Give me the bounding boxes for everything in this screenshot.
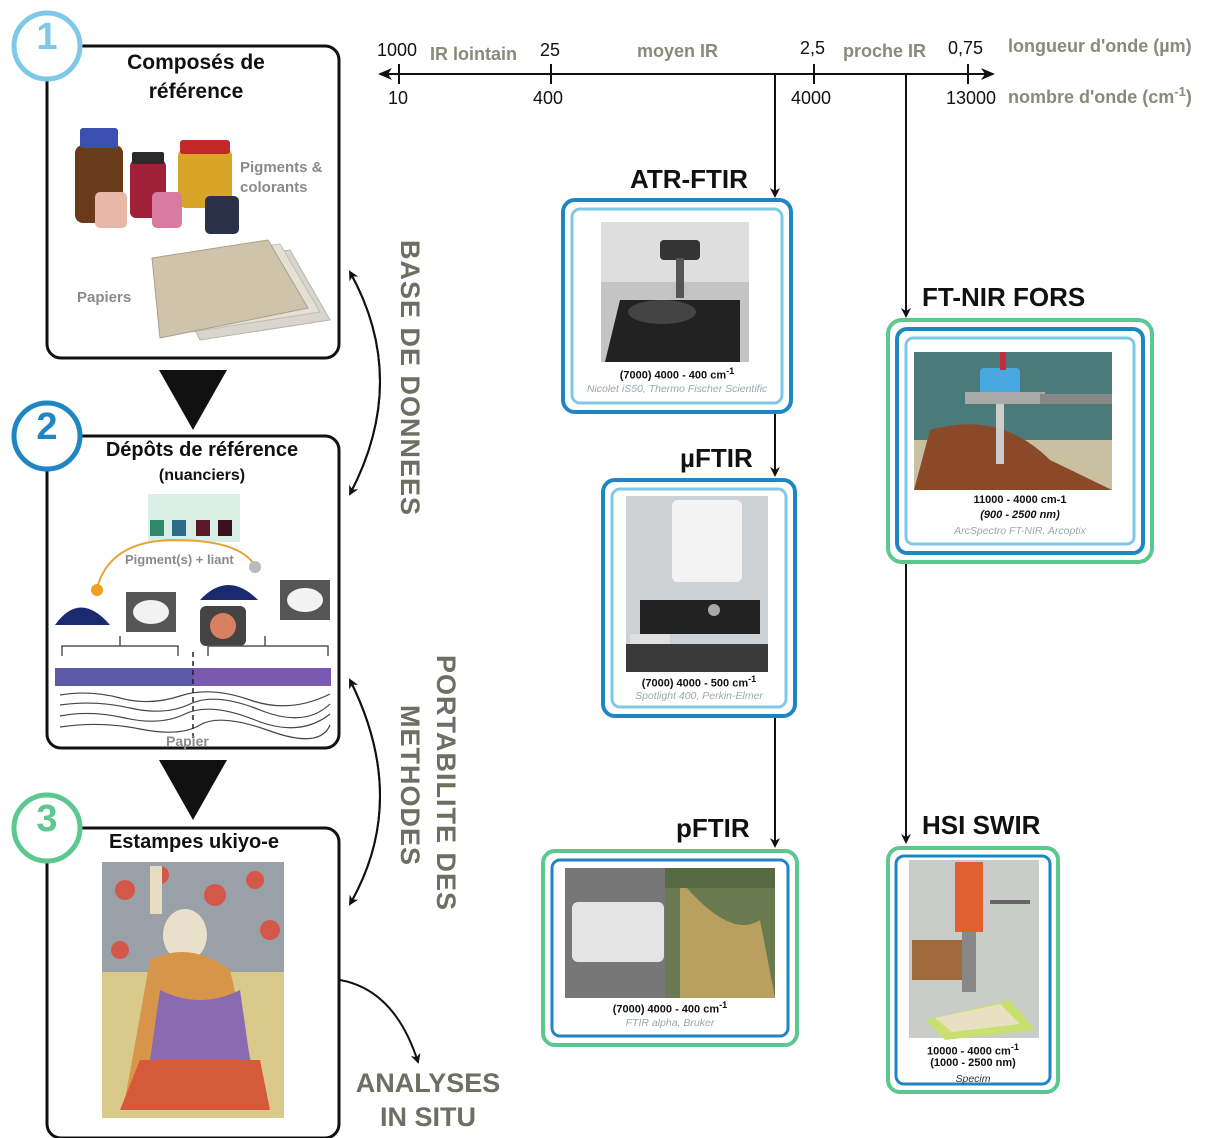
hsi-range-nm: (1000 - 2500 nm) <box>930 1057 1016 1069</box>
pigment-liant-label: Pigment(s) + liant <box>125 552 234 567</box>
down-triangle-2 <box>159 760 227 820</box>
ft-nir-fors-title: FT-NIR FORS <box>922 282 1086 312</box>
p-model: FTIR alpha, Bruker <box>625 1017 715 1029</box>
fors-model: ArcSpectro FT-NIR, Arcoptix <box>954 525 1086 537</box>
region-ir-lointain: IR lointain <box>430 44 517 64</box>
spectrum-axis <box>378 64 995 84</box>
wavelength-label: longueur d'onde (µm) <box>1008 36 1192 56</box>
atr-ftir-title: ATR-FTIR <box>630 164 748 194</box>
fors-range: 11000 - 4000 cm-1 <box>973 494 1067 506</box>
ukiyoe-print <box>102 862 284 1118</box>
jars-illustration <box>75 128 239 234</box>
tick-wl-0-75: 0,75 <box>948 38 984 58</box>
atr-photo <box>601 222 749 362</box>
step3-circle <box>11 792 83 864</box>
tick-wl-1000: 1000 <box>377 40 418 60</box>
micro-photo <box>626 496 768 672</box>
atr-range: (7000) 4000 - 400 cm-1 <box>619 366 735 382</box>
connector-lines <box>770 74 911 848</box>
tick-wn-13000: 13000 <box>946 88 997 108</box>
step2-circle <box>11 400 83 472</box>
hsi-range: 10000 - 4000 cm-1 <box>927 1042 1019 1058</box>
micro-model: Spotlight 400, Perkin-Elmer <box>635 690 763 702</box>
papers-illustration <box>151 239 331 341</box>
hsi-model: Specim <box>955 1073 991 1085</box>
curved-arrows <box>339 270 421 1064</box>
tick-wl-25: 25 <box>540 40 561 60</box>
step1-number: 1 <box>36 16 58 58</box>
step2-number: 2 <box>36 406 58 448</box>
pigments-label: Pigments &colorants <box>240 159 323 196</box>
base-de-donnees-label: BASE DE DONNEES <box>395 240 425 517</box>
papier-label: Papier <box>166 733 209 749</box>
p-range: (7000) 4000 - 400 cm-1 <box>612 1000 728 1016</box>
portabilite-label-line2: METHODES <box>395 705 425 867</box>
region-proche-ir: proche IR <box>843 41 927 61</box>
step3-title: Estampes ukiyo-e <box>108 831 280 853</box>
down-triangle-1 <box>159 370 227 430</box>
micro-range: (7000) 4000 - 500 cm-1 <box>641 674 757 690</box>
portabilite-label-line1: PORTABILITE DES <box>431 655 461 912</box>
hsi-photo <box>909 860 1039 1040</box>
fors-range-nm: (900 - 2500 nm) <box>980 509 1060 521</box>
papiers-label: Papiers <box>77 289 132 306</box>
region-moyen-ir: moyen IR <box>637 41 719 61</box>
hsi-swir-title: HSI SWIR <box>922 810 1041 840</box>
p-photo <box>565 868 775 998</box>
step2-subtitle: (nuanciers) <box>158 467 246 484</box>
tick-wl-2-5: 2,5 <box>800 38 826 58</box>
tick-wn-400: 400 <box>533 88 564 108</box>
wavenumber-label: nombre d'onde (cm-1) <box>1008 84 1192 107</box>
tick-wn-10: 10 <box>388 88 409 108</box>
tick-wn-4000: 4000 <box>791 88 832 108</box>
swatches-illustration <box>55 494 331 740</box>
step2-title: Dépôts de référence <box>105 439 299 461</box>
step3-number: 3 <box>36 798 58 840</box>
step1-circle <box>11 10 83 82</box>
fors-photo <box>914 352 1112 490</box>
micro-ftir-title: µFTIR <box>680 443 753 473</box>
atr-model: Nicolet iS50, Thermo Fischer Scientific <box>586 383 768 395</box>
p-ftir-title: pFTIR <box>676 813 750 843</box>
